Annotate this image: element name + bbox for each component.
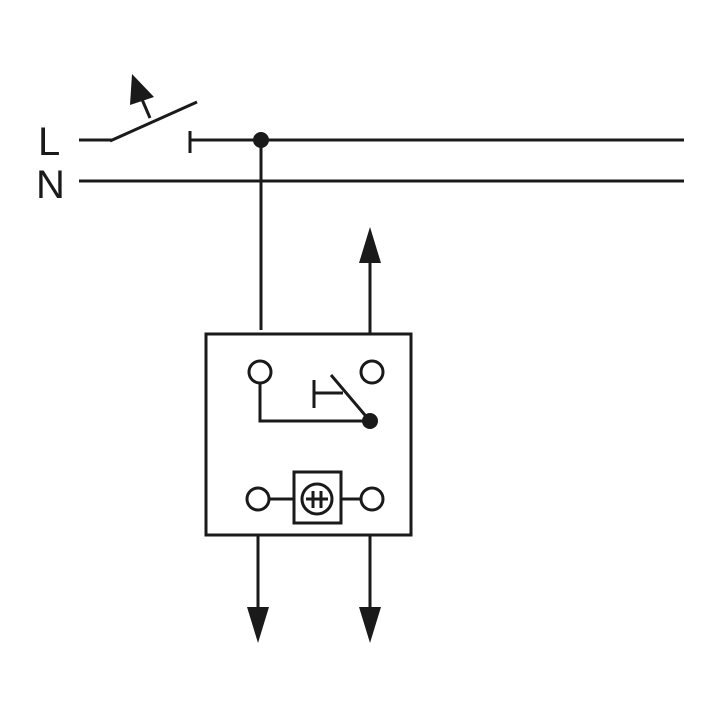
output-down-left-arrow-icon [247,535,269,643]
output-down-right-arrow-icon [359,535,381,643]
actuator-arrow-icon [130,74,154,119]
terminal-bottom-right [359,486,385,512]
live-conductor [79,74,684,153]
output-up-arrow-icon [359,227,381,334]
neutral-line-label: N [36,163,65,207]
switch-open-icon [109,100,198,153]
contact-switch-icon [258,374,378,429]
terminal-top-right [359,359,385,385]
terminal-top-left [247,359,273,385]
terminal-bottom-left [245,486,271,512]
live-line-label: L [38,120,60,164]
device-enclosure [204,332,413,537]
glow-lamp-icon [292,470,343,525]
